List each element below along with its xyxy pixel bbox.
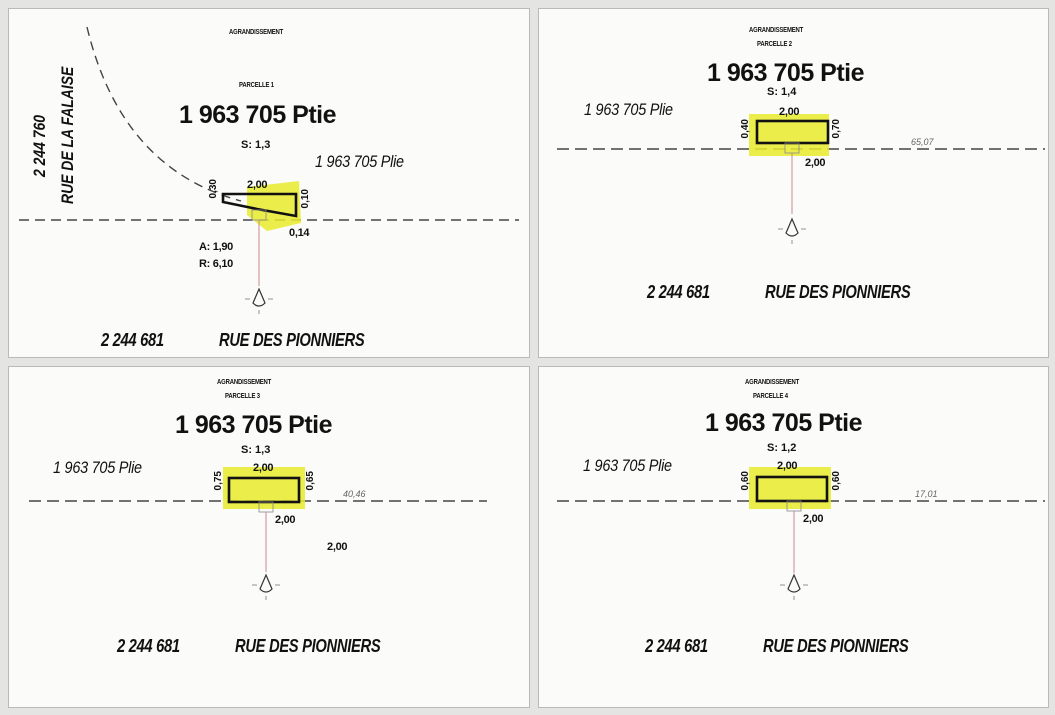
dim-top: 2,00 xyxy=(253,462,274,474)
dim-top: 2,00 xyxy=(777,460,798,472)
header-agrandissement: AGRANDISSEMENT xyxy=(217,379,272,386)
grid-value: 65,07 xyxy=(911,137,934,147)
street-name-bottom: RUE DES PIONNIERS xyxy=(765,282,911,302)
panel-4-drawing xyxy=(557,467,1045,600)
falaise-boundary-curve xyxy=(86,26,242,202)
grid-value: 40,46 xyxy=(343,489,366,499)
dim-left: 0,60 xyxy=(740,471,751,491)
dim-bottom: 2,00 xyxy=(803,513,824,525)
dim-left: 0,40 xyxy=(740,119,751,139)
street-name-bottom: RUE DES PIONNIERS xyxy=(235,636,381,656)
street-name-bottom: RUE DES PIONNIERS xyxy=(219,330,365,350)
dim-top: 2,00 xyxy=(779,106,800,118)
surface-value: S: 1,3 xyxy=(241,139,271,151)
dim-bottom: 0,14 xyxy=(289,227,310,239)
street-light-icon xyxy=(252,573,280,600)
lot-number-main: 1 963 705 Ptie xyxy=(707,59,865,87)
lot-number-side: 1 963 705 Plie xyxy=(583,456,672,475)
lot-number-left: 2 244 760 xyxy=(30,114,49,177)
surface-value: S: 1,4 xyxy=(767,86,797,98)
parcel-label: PARCELLE 3 xyxy=(225,393,260,400)
parcel-label: PARCELLE 1 xyxy=(239,82,274,89)
dim-left: 0,75 xyxy=(213,471,224,491)
lot-number-main: 1 963 705 Ptie xyxy=(175,411,333,439)
lot-number-bottom: 2 244 681 xyxy=(647,282,710,302)
panel-parcelle-1: AGRANDISSEMENT PARCELLE 1 1 963 705 Ptie… xyxy=(8,8,530,358)
arc-length: A: 1,90 xyxy=(199,241,233,253)
lot-number-bottom: 2 244 681 xyxy=(645,636,708,656)
parcel-label: PARCELLE 4 xyxy=(753,393,788,400)
lot-number-side: 1 963 705 Plie xyxy=(53,458,142,477)
header-agrandissement: AGRANDISSEMENT xyxy=(745,379,800,386)
panel-3-drawing xyxy=(29,467,487,600)
header-agrandissement: AGRANDISSEMENT xyxy=(749,27,804,34)
lot-number-side: 1 963 705 Plie xyxy=(584,100,673,119)
street-light-icon xyxy=(780,573,808,600)
header-agrandissement: AGRANDISSEMENT xyxy=(229,29,284,36)
lot-number-main: 1 963 705 Ptie xyxy=(179,101,337,129)
surface-value: S: 1,2 xyxy=(767,442,797,454)
parcel-label: PARCELLE 2 xyxy=(757,41,792,48)
street-name-bottom: RUE DES PIONNIERS xyxy=(763,636,909,656)
lot-number-main: 1 963 705 Ptie xyxy=(705,409,863,437)
lot-number-bottom: 2 244 681 xyxy=(101,330,164,350)
dim-right: 0,70 xyxy=(831,119,842,139)
panel-parcelle-3: AGRANDISSEMENT PARCELLE 3 1 963 705 Ptie… xyxy=(8,366,530,708)
panel-parcelle-4: AGRANDISSEMENT PARCELLE 4 1 963 705 Ptie… xyxy=(538,366,1049,708)
panel-1-drawing xyxy=(19,26,519,314)
dim-bottom: 2,00 xyxy=(275,514,296,526)
dim-left: 0,30 xyxy=(208,179,219,199)
panel-parcelle-2: AGRANDISSEMENT PARCELLE 2 1 963 705 Ptie… xyxy=(538,8,1049,358)
dim-right: 0,10 xyxy=(300,189,311,209)
dim-right: 0,65 xyxy=(305,471,316,491)
dim-top: 2,00 xyxy=(247,179,268,191)
street-light-icon xyxy=(778,217,806,244)
lot-number-side: 1 963 705 Plie xyxy=(315,152,404,171)
extension-highlight xyxy=(749,467,831,509)
street-name-left: RUE DE LA FALAISE xyxy=(58,66,77,205)
surface-value: S: 1,3 xyxy=(241,444,271,456)
street-light-icon xyxy=(245,287,273,314)
panel-2-drawing xyxy=(557,114,1045,244)
lot-number-bottom: 2 244 681 xyxy=(117,636,180,656)
grid-value: 17,01 xyxy=(915,489,938,499)
dim-extra: 2,00 xyxy=(327,541,348,553)
dim-right: 0,60 xyxy=(831,471,842,491)
dim-bottom: 2,00 xyxy=(805,157,826,169)
parcel-outline xyxy=(221,192,298,218)
arc-radius: R: 6,10 xyxy=(199,258,233,270)
